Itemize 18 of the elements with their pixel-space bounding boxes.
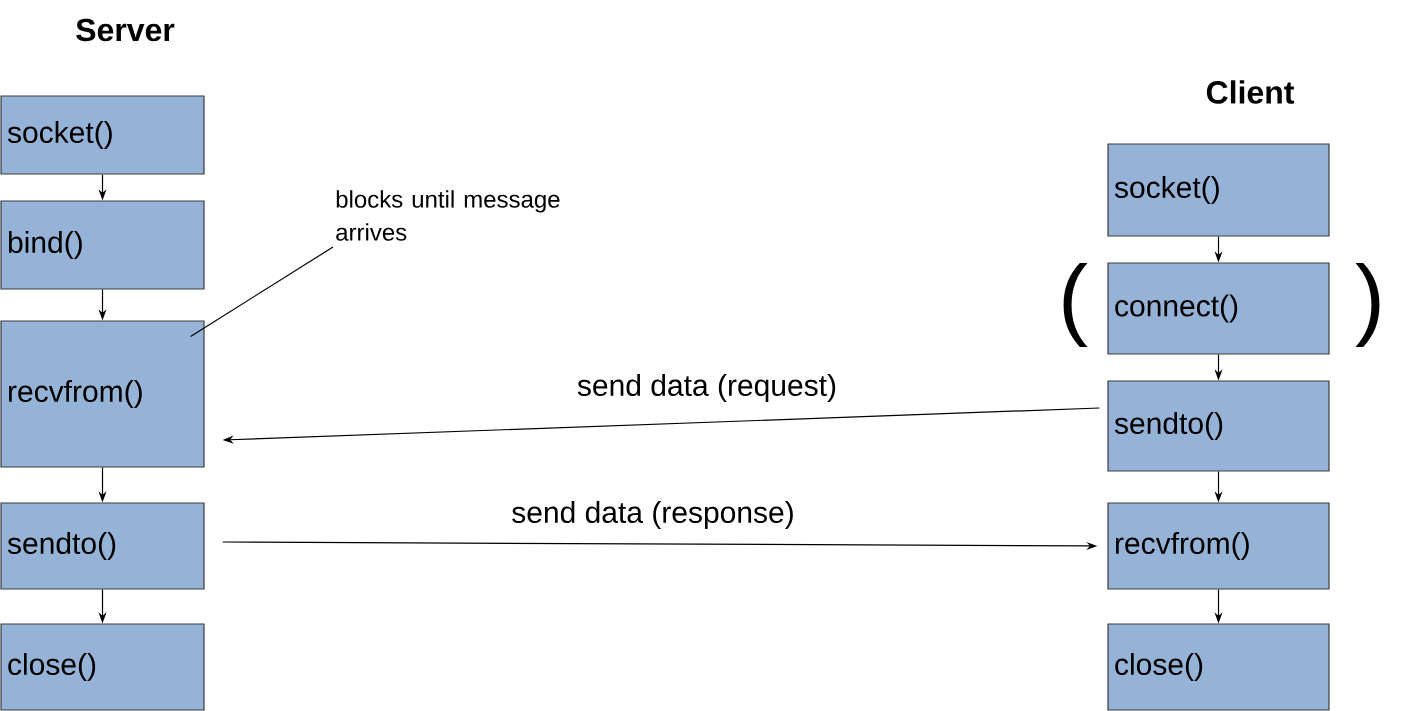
note-text: blocks until message arrives [336, 190, 560, 241]
process-box: close() [0, 623, 205, 711]
process-box: sendto() [0, 502, 205, 590]
parenthesis: ) [1355, 263, 1380, 347]
process-box: recvfrom() [0, 320, 205, 468]
process-box: bind() [0, 200, 205, 290]
process-box: sendto() [1107, 380, 1330, 472]
leader-line [190, 246, 334, 337]
process-box: socket() [0, 95, 205, 175]
process-box: connect() [1107, 262, 1330, 355]
process-box: recvfrom() [1107, 502, 1330, 590]
parenthesis: ( [1063, 263, 1088, 347]
column-title: Server [76, 18, 175, 42]
edge-label: send data (request) [577, 374, 836, 402]
edge-label: send data (response) [512, 501, 793, 529]
column-title: Client [1206, 80, 1295, 104]
process-box: socket() [1107, 143, 1330, 237]
process-box: close() [1107, 623, 1330, 711]
